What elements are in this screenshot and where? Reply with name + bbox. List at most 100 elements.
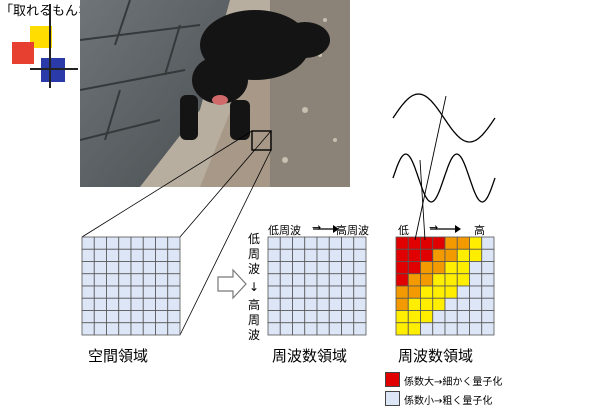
- grid-cell: [328, 310, 342, 324]
- grid-cell: [328, 273, 342, 287]
- grid-cell: [481, 248, 495, 262]
- grid-cell: [432, 322, 446, 336]
- grid-cell: [279, 322, 293, 336]
- grid-cell: [481, 297, 495, 311]
- grid-cell: [155, 236, 169, 250]
- grid-cell: [304, 285, 318, 299]
- grid-cell: [81, 285, 95, 299]
- grid-cell: [292, 261, 306, 275]
- grid-cell: [155, 310, 169, 324]
- grid-cell: [93, 273, 107, 287]
- low-label: 低: [398, 224, 409, 237]
- grid-cell: [420, 273, 434, 287]
- grid-cell: [93, 248, 107, 262]
- grid-cell: [130, 322, 144, 336]
- zoom-line-1: [81, 130, 253, 238]
- grid-cell: [395, 236, 409, 250]
- grid-cell: [155, 322, 169, 336]
- grid-cell: [469, 261, 483, 275]
- grid-cell: [267, 273, 281, 287]
- grid-cell: [456, 248, 470, 262]
- grid-cell: [353, 297, 367, 311]
- grid-cell: [328, 285, 342, 299]
- grid-cell: [328, 261, 342, 275]
- grid-cell: [341, 297, 355, 311]
- zoom-line-2: [179, 130, 272, 238]
- grid-cell: [316, 322, 330, 336]
- right-arrow-label-2: →: [429, 221, 439, 234]
- grid-cell: [81, 273, 95, 287]
- grid-cell: [395, 297, 409, 311]
- grid-cell: [118, 297, 132, 311]
- grid-cell: [341, 236, 355, 250]
- grid-cell: [118, 248, 132, 262]
- grid-cell: [155, 297, 169, 311]
- grid-cell: [407, 322, 421, 336]
- dog-photo: [80, 0, 350, 187]
- grid-cell: [304, 273, 318, 287]
- grid-cell: [420, 297, 434, 311]
- grid-cell: [420, 261, 434, 275]
- grid-cell: [444, 285, 458, 299]
- grid-cell: [142, 322, 156, 336]
- grid-cell: [167, 261, 181, 275]
- grid-cell: [118, 236, 132, 250]
- grid-cell: [481, 322, 495, 336]
- grid-cell: [316, 310, 330, 324]
- grid-cell: [304, 297, 318, 311]
- grid-cell: [432, 236, 446, 250]
- vertical-high-frequency-label: 高周波: [247, 298, 260, 342]
- grid-cell: [267, 285, 281, 299]
- grid-cell: [130, 310, 144, 324]
- spatial-domain-label: 空間領域: [88, 347, 149, 365]
- grid-cell: [444, 261, 458, 275]
- grid-cell: [444, 322, 458, 336]
- grid-cell: [106, 248, 120, 262]
- grid-cell: [142, 285, 156, 299]
- zoom-line-3: [179, 149, 272, 336]
- grid-cell: [292, 310, 306, 324]
- grid-cell: [130, 297, 144, 311]
- frequency-domain-label-1: 周波数領域: [272, 347, 348, 365]
- grid-cell: [155, 248, 169, 262]
- grid-cell: [456, 310, 470, 324]
- grid-cell: [267, 322, 281, 336]
- grid-cell: [81, 310, 95, 324]
- grid-cell: [118, 310, 132, 324]
- grid-cell: [353, 273, 367, 287]
- grid-cell: [481, 310, 495, 324]
- frequency-grid-2: [395, 236, 495, 336]
- grid-cell: [432, 273, 446, 287]
- grid-cell: [81, 236, 95, 250]
- grid-cell: [142, 273, 156, 287]
- grid-cell: [292, 248, 306, 262]
- frequency-domain-label-2: 周波数領域: [398, 347, 474, 365]
- grid-cell: [279, 248, 293, 262]
- grid-cell: [407, 297, 421, 311]
- grid-cell: [469, 297, 483, 311]
- grid-cell: [155, 273, 169, 287]
- low-frequency-label: 低周波: [268, 224, 301, 237]
- grid-cell: [167, 310, 181, 324]
- colored-squares-cross-logo: [12, 4, 78, 88]
- high-label: 高: [474, 224, 485, 237]
- grid-cell: [167, 273, 181, 287]
- grid-cell: [81, 297, 95, 311]
- grid-cell: [155, 261, 169, 275]
- grid-cell: [130, 248, 144, 262]
- grid-cell: [316, 273, 330, 287]
- down-arrow-label: ↓: [248, 280, 260, 294]
- grid-cell: [279, 261, 293, 275]
- grid-cell: [341, 273, 355, 287]
- grid-cell: [469, 273, 483, 287]
- grid-cell: [130, 261, 144, 275]
- grid-cell: [407, 248, 421, 262]
- grid-cell: [304, 236, 318, 250]
- grid-cell: [142, 310, 156, 324]
- grid-cell: [407, 310, 421, 324]
- grid-cell: [395, 248, 409, 262]
- wave-pointer-1: [414, 95, 447, 241]
- grid-cell: [167, 248, 181, 262]
- grid-cell: [106, 322, 120, 336]
- grid-cell: [341, 310, 355, 324]
